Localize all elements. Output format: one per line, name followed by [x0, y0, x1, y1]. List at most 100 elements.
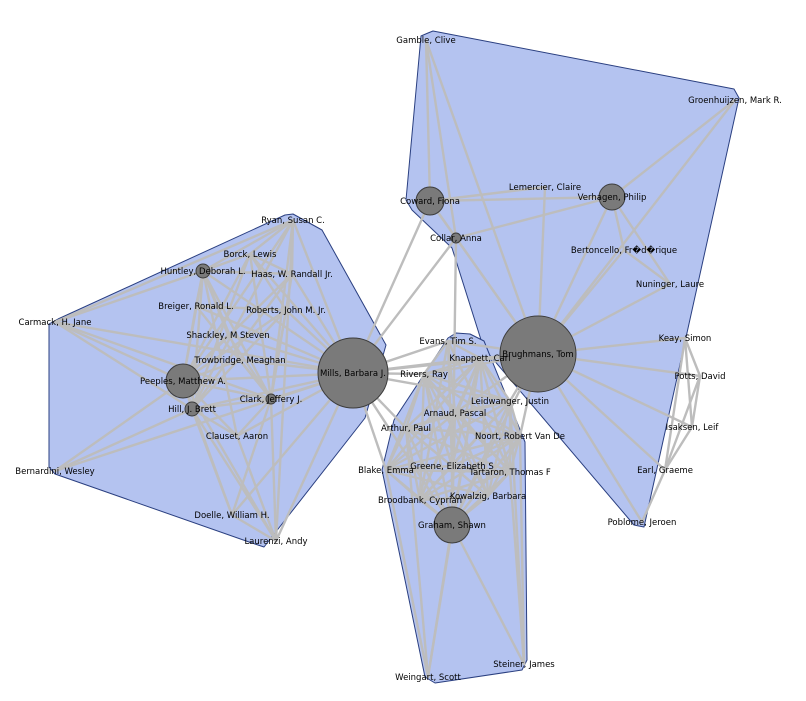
- edge-carmack-h-jane--hill-j-brett: [53, 320, 194, 411]
- edge-tartaron-thomas-f--broodbank-cyprian: [418, 470, 512, 502]
- node-brughmans-tom[interactable]: [499, 315, 577, 393]
- node-peeples-matthew-a[interactable]: [165, 363, 201, 399]
- edge-blake-emma--tartaron-thomas-f: [384, 468, 512, 474]
- node-label-knappett-carl: Knappett, Carl: [449, 354, 510, 364]
- edge-peeples-matthew-a--bernardini-wesley: [53, 379, 185, 473]
- edge-keay-simon--isaksen-leif: [683, 336, 694, 429]
- node-label-tartaron-thomas-f: Tartaron, Thomas F: [468, 468, 551, 478]
- node-label-carmack-h-jane: Carmack, H. Jane: [19, 318, 92, 328]
- edge-carmack-h-jane--clark-jeffery-j: [53, 320, 273, 401]
- edge-brughmans-tom--gamble-clive: [424, 38, 540, 356]
- edge-evans-tim-s--rivers-ray: [422, 339, 450, 376]
- node-huntley-deborah-l[interactable]: [195, 263, 211, 279]
- node-coward-fiona[interactable]: [415, 186, 445, 216]
- edge-mills-barbara-j--bernardini-wesley: [53, 371, 355, 473]
- node-label-gamble-clive: Gamble, Clive: [396, 36, 455, 46]
- node-label-broodbank-cyprian: Broodbank, Cyprian: [378, 496, 462, 506]
- node-label-trowbridge-meaghan: Trowbridge, Meaghan: [193, 356, 285, 366]
- edge-evans-tim-s--knappett-carl: [446, 339, 482, 360]
- edge-huntley-deborah-l--clauset-aaron: [201, 269, 239, 438]
- edge-borck-lewis--haas-w-randall-jr: [248, 252, 294, 276]
- node-label-haas-w-randall-jr: Haas, W. Randall Jr.: [251, 270, 333, 280]
- node-label-borck-lewis: Borck, Lewis: [224, 250, 277, 260]
- node-label-bernardini-wesley: Bernardini, Wesley: [15, 467, 94, 477]
- edge-gamble-clive--collar-anna: [424, 38, 458, 240]
- edge-brughmans-tom--groenhuijzen-mark-r: [536, 98, 737, 356]
- node-verhagen-philip[interactable]: [598, 183, 626, 211]
- node-label-groenhuijzen-mark-r: Groenhuijzen, Mark R.: [688, 96, 782, 106]
- node-label-potts-david: Potts, David: [674, 372, 725, 382]
- edge-steiner-james--leidwanger-justin: [508, 399, 526, 666]
- node-clark-jeffery-j[interactable]: [265, 393, 277, 405]
- edge-carmack-h-jane--peeples-matthew-a: [53, 320, 185, 383]
- edge-trowbridge-meaghan--clark-jeffery-j: [238, 358, 273, 401]
- node-label-rivers-ray: Rivers, Ray: [400, 370, 448, 380]
- edge-isaksen-leif--earl-graeme: [663, 425, 694, 472]
- node-label-arnaud-pascal: Arnaud, Pascal: [424, 409, 487, 419]
- edge-hill-j-brett--laurenzi-andy: [190, 407, 278, 543]
- node-label-breiger-ronald-l: Breiger, Ronald L.: [158, 302, 233, 312]
- network-nodes: [165, 183, 626, 544]
- node-collar-anna[interactable]: [450, 232, 462, 244]
- edge-noort-robert-van-de--tartaron-thomas-f: [508, 434, 522, 474]
- edge-doelle-william-h--laurenzi-andy: [230, 513, 278, 543]
- edge-earl-graeme--poblome-jeroen: [640, 468, 667, 524]
- node-label-hill-j-brett: Hill, J. Brett: [168, 405, 216, 415]
- node-label-blake-emma: Blake, Emma: [358, 466, 414, 476]
- node-label-huntley-deborah-l: Huntley, Deborah L.: [160, 267, 245, 277]
- edge-clark-jeffery-j--clauset-aaron: [235, 397, 273, 438]
- node-mills-barbara-j[interactable]: [317, 337, 389, 409]
- edge-borck-lewis--roberts-john-m-jr: [248, 252, 288, 312]
- edge-roberts-john-m-jr--clark-jeffery-j: [269, 308, 288, 401]
- edge-breiger-ronald-l--roberts-john-m-jr: [194, 304, 288, 312]
- edge-hill-j-brett--clauset-aaron: [190, 407, 239, 438]
- node-label-coward-fiona: Coward, Fiona: [400, 197, 460, 207]
- edge-ryan-susan-c--huntley-deborah-l: [201, 218, 295, 273]
- node-label-greene-elizabeth-s: Greene, Elizabeth S: [410, 462, 494, 472]
- node-label-clauset-aaron: Clauset, Aaron: [206, 432, 268, 442]
- node-label-peeples-matthew-a: Peeples, Matthew A.: [140, 377, 226, 387]
- edge-huntley-deborah-l--haas-w-randall-jr: [201, 269, 294, 276]
- edge-knappett-carl--blake-emma: [384, 356, 482, 472]
- node-label-noort-robert-van-de: Noort, Robert Van De: [475, 432, 565, 442]
- edge-knappett-carl--rivers-ray: [422, 356, 482, 376]
- edge-ryan-susan-c--peeples-matthew-a: [181, 218, 295, 383]
- edge-knappett-carl--tartaron-thomas-f: [478, 356, 512, 474]
- node-hill-j-brett[interactable]: [184, 401, 200, 417]
- edge-leidwanger-justin--graham-shawn: [450, 399, 512, 527]
- edge-steiner-james--noort-robert-van-de: [518, 434, 526, 666]
- edge-arthur-paul--blake-emma: [384, 426, 408, 472]
- node-graham-shawn[interactable]: [433, 506, 471, 544]
- edge-arnaud-pascal--arthur-paul: [404, 411, 457, 430]
- edge-mills-barbara-j--carmack-h-jane: [53, 320, 355, 375]
- edge-borck-lewis--peeples-matthew-a: [181, 252, 252, 383]
- node-label-weingart-scott: Weingart, Scott: [395, 673, 461, 683]
- node-label-roberts-john-m-jr: Roberts, John M. Jr.: [246, 306, 326, 316]
- edge-verhagen-philip--groenhuijzen-mark-r: [610, 98, 737, 199]
- edge-clark-jeffery-j--laurenzi-andy: [269, 397, 278, 543]
- node-label-earl-graeme: Earl, Graeme: [637, 466, 693, 476]
- edge-kowalzig-barbara--broodbank-cyprian: [418, 494, 490, 502]
- edge-keay-simon--earl-graeme: [663, 336, 687, 472]
- node-label-bertoncello-fr-d-rique: Bertoncello, Fr�d�rique: [571, 245, 677, 256]
- node-label-brughmans-tom: Brughmans, Tom: [502, 350, 573, 360]
- node-label-leidwanger-justin: Leidwanger, Justin: [471, 397, 549, 407]
- edge-huntley-deborah-l--clark-jeffery-j: [201, 269, 273, 401]
- edge-verhagen-philip--nuninger-laure: [610, 195, 672, 286]
- edge-rivers-ray--graham-shawn: [422, 372, 454, 527]
- edge-bertoncello-fr-d-rique--nuninger-laure: [622, 248, 672, 286]
- edge-graham-shawn--steiner-james: [450, 523, 526, 666]
- node-label-mills-barbara-j: Mills, Barbara J.: [320, 369, 386, 379]
- edge-rivers-ray--kowalzig-barbara: [422, 372, 490, 498]
- edge-potts-david--earl-graeme: [663, 374, 702, 472]
- node-label-keay-simon: Keay, Simon: [659, 334, 712, 344]
- edge-hill-j-brett--doelle-william-h: [190, 407, 234, 517]
- node-label-laurenzi-andy: Laurenzi, Andy: [244, 537, 307, 547]
- node-label-collar-anna: Collar, Anna: [430, 234, 482, 244]
- edge-arnaud-pascal--noort-robert-van-de: [453, 411, 522, 438]
- edge-arthur-paul--noort-robert-van-de: [404, 426, 522, 438]
- edge-borck-lewis--hill-j-brett: [190, 252, 252, 411]
- node-label-evans-tim-s: Evans, Tim S.: [419, 337, 476, 347]
- node-label-arthur-paul: Arthur, Paul: [381, 424, 431, 434]
